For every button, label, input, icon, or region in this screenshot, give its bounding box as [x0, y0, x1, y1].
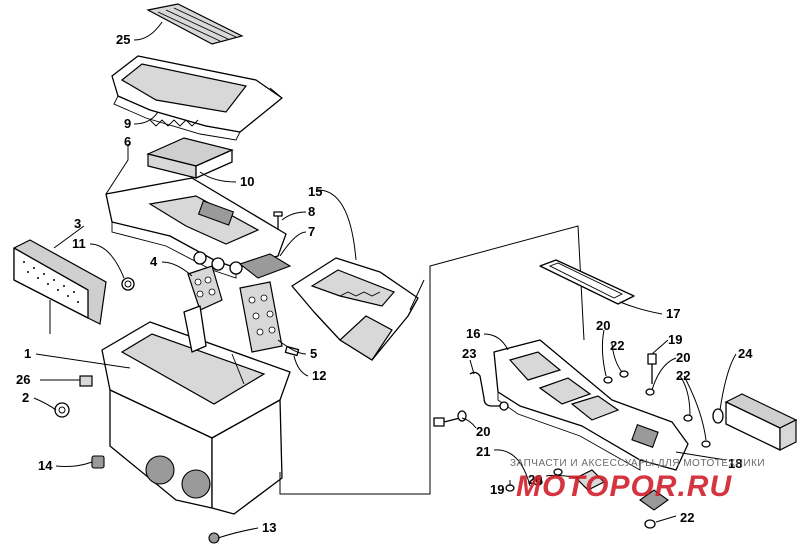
part-10-filter-element	[146, 137, 234, 179]
callout-3: 3	[74, 216, 81, 231]
callout-22-b: 22	[676, 368, 690, 383]
part-25-intake-screen	[146, 3, 244, 45]
callout-21: 21	[476, 444, 490, 459]
callout-11: 11	[72, 236, 86, 251]
callout-12: 12	[312, 368, 326, 383]
callout-23: 23	[462, 346, 476, 361]
callout-26: 26	[16, 372, 30, 387]
part-5-plate	[239, 281, 283, 353]
callout-2: 2	[22, 390, 29, 405]
callout-labels: 25 9 6 10 15 8 7 3 11 4 5 12 1 26 2 14 1…	[16, 32, 753, 535]
part-24-foam-block	[724, 393, 798, 451]
hardware-fasteners	[433, 353, 724, 529]
part-26-label	[79, 375, 93, 387]
callout-1: 1	[24, 346, 31, 361]
part-1-airbox-housing	[101, 305, 291, 515]
callout-19-b: 19	[490, 482, 504, 497]
callout-14: 14	[38, 458, 53, 473]
part-14-clip	[91, 455, 105, 469]
watermark-logo: MOTOPOR.RU	[516, 470, 732, 503]
callout-19-a: 19	[668, 332, 682, 347]
callout-8: 8	[308, 204, 315, 219]
callout-20-d: 20	[528, 472, 542, 487]
callout-15: 15	[308, 184, 322, 199]
part-2-plug	[54, 402, 70, 418]
part-3-foam-filter	[13, 239, 107, 325]
callout-18: 18	[728, 456, 742, 471]
callout-25: 25	[116, 32, 130, 47]
callout-22-c: 22	[680, 510, 694, 525]
part-8-screw	[273, 211, 283, 230]
callout-22-a: 22	[610, 338, 624, 353]
callout-4: 4	[150, 254, 158, 269]
callout-7: 7	[308, 224, 315, 239]
part-7-gasket	[238, 253, 292, 279]
callout-9: 9	[124, 116, 131, 131]
callout-20-b: 20	[676, 350, 690, 365]
part-13-drain-plug	[208, 532, 220, 544]
callout-16: 16	[466, 326, 480, 341]
part-17-gasket	[539, 259, 635, 305]
callout-10: 10	[240, 174, 254, 189]
callout-24: 24	[738, 346, 753, 361]
assembly-outline	[49, 225, 585, 495]
part-15-intake-duct	[291, 257, 419, 361]
part-6-airbox-tray	[105, 177, 287, 279]
callout-13: 13	[262, 520, 276, 535]
callout-20-c: 20	[476, 424, 490, 439]
part-9-airbox-lid	[111, 55, 283, 141]
part-16-air-duct	[493, 339, 689, 471]
part-12-screw	[284, 345, 300, 357]
leader-lines	[33, 21, 737, 539]
part-11-grommet	[121, 277, 135, 291]
watermark: ЗАПЧАСТИ И АКСЕССУАРЫ ДЛЯ МОТОТЕХНИКИ MO…	[510, 458, 765, 503]
part-4-plate	[187, 265, 223, 311]
watermark-caption: ЗАПЧАСТИ И АКСЕССУАРЫ ДЛЯ МОТОТЕХНИКИ	[510, 458, 765, 469]
callout-5: 5	[310, 346, 317, 361]
callout-20-a: 20	[596, 318, 610, 333]
callout-17: 17	[666, 306, 680, 321]
callout-6: 6	[124, 134, 131, 149]
